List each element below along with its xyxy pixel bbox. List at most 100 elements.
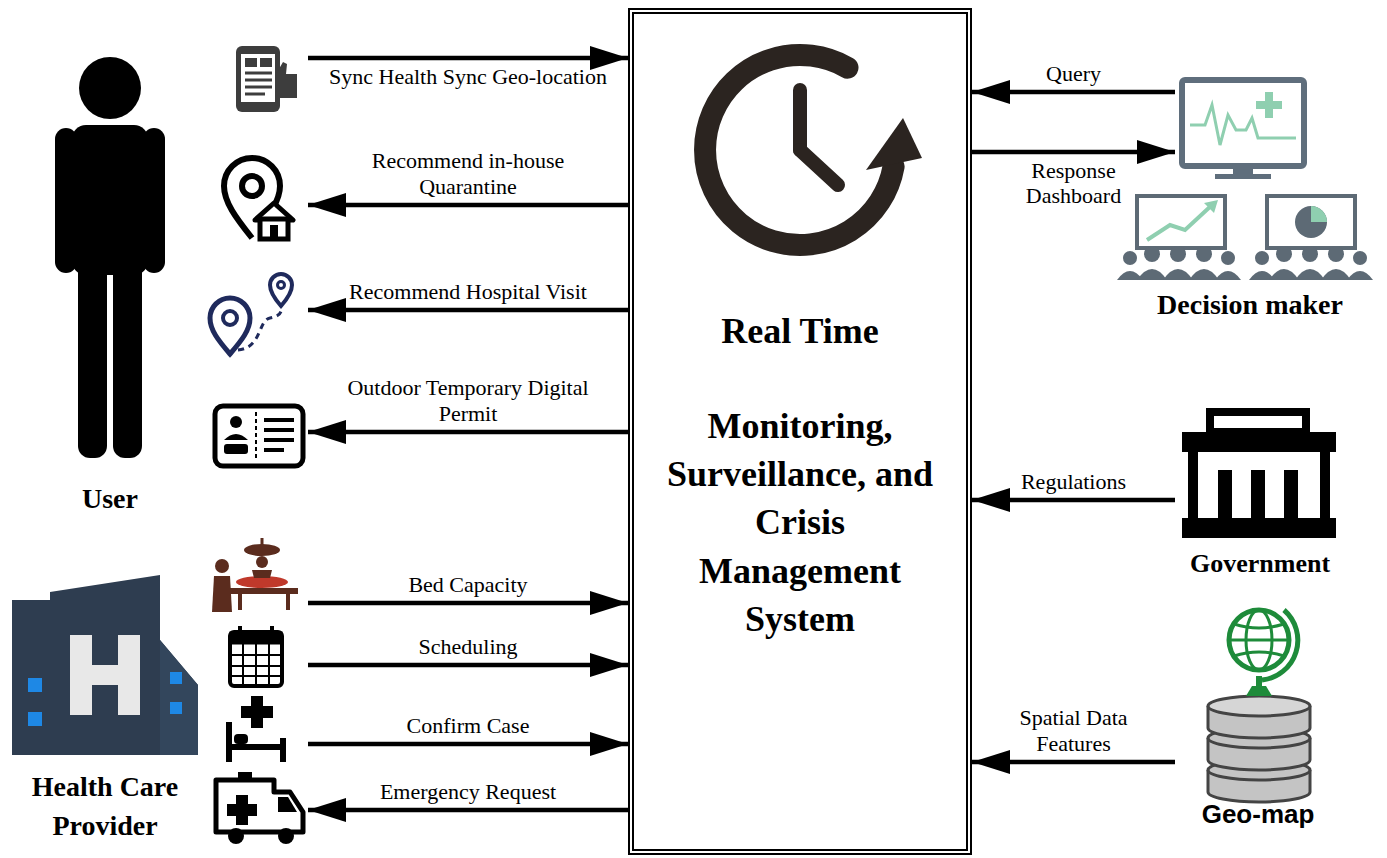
presentation-icon-part-part (1321, 269, 1351, 280)
hospital-building-part (92, 665, 118, 685)
geo-database-icon-part (1229, 639, 1289, 642)
presentation-icon-part-part (1221, 251, 1235, 265)
hospital-building-part (28, 712, 42, 726)
edge-label: Scheduling (419, 634, 518, 659)
node-label: Real Time (634, 310, 966, 353)
arrow-connector (972, 498, 1175, 503)
phone-icon-part (260, 58, 272, 67)
arrow-connector (308, 430, 628, 435)
calendar-icon-part (255, 644, 257, 686)
route-icon-part (223, 311, 237, 325)
permit-card-icon-part (224, 444, 248, 454)
presentation-icon-part (1117, 246, 1373, 280)
monitor-icon-part (1256, 101, 1282, 109)
clock-icon-part (866, 118, 922, 170)
government-icon-part (1188, 452, 1198, 518)
presentation-icon-part-part (1269, 269, 1299, 280)
home-location-icon-part (242, 176, 262, 196)
surgery-icon-part (212, 576, 232, 612)
calendar-icon-part (230, 632, 282, 686)
bed-icon (226, 696, 286, 762)
route-icon-part (210, 298, 250, 354)
presentation-icon-part (1137, 196, 1225, 248)
government-node: Government (1175, 400, 1345, 580)
health-care-provider-node: Health Care Provider (5, 540, 308, 850)
arrow-connector (308, 56, 628, 61)
surgery-icon-part (286, 594, 290, 610)
presentation-icon-part-part (1347, 271, 1373, 280)
user-figure (55, 57, 165, 458)
presentation-icon-part-part (1137, 269, 1167, 280)
surgery-icon-part (244, 544, 280, 556)
presentation-icon-part-part (1170, 246, 1186, 262)
hospital-building-part (160, 640, 198, 755)
monitor-icon-part (1233, 166, 1253, 174)
permit-card-icon-part (264, 448, 284, 452)
presentation-icon-part-part (1276, 246, 1292, 262)
presentation-icon-part-part (1328, 246, 1344, 262)
presentation-icon-part-part (1255, 251, 1269, 265)
presentation-icon-part-part (1215, 271, 1241, 280)
permit-card-icon-part (264, 428, 294, 432)
user-figure-part (78, 250, 107, 458)
monitor-icon (1182, 80, 1304, 179)
arrow-connector (308, 203, 628, 208)
calendar-icon (230, 626, 282, 686)
permit-card-icon (215, 406, 303, 466)
route-icon-part (238, 306, 281, 350)
calendar-icon-part (270, 626, 274, 638)
edge-label: Query (1046, 61, 1101, 86)
surgery-icon-part (261, 538, 264, 545)
permit-card-icon-part (255, 412, 257, 460)
surgery-icon-part (215, 559, 229, 573)
ambulance-icon-part (228, 828, 244, 844)
bed-icon-part (241, 706, 273, 718)
government-icon-part (1320, 452, 1330, 518)
node-label: User (30, 482, 190, 516)
node-label: Health Care Provider (5, 768, 205, 845)
calendar-icon-part (242, 644, 244, 686)
presentation-icon-part (1204, 200, 1218, 213)
arrow-connector (308, 808, 628, 813)
user-figure-part (79, 57, 141, 119)
edge-label: Spatial Data Features (992, 705, 1155, 756)
ambulance-icon-part (278, 797, 297, 812)
hospital-building-part (170, 702, 182, 714)
government-icon-part (1182, 432, 1336, 452)
ambulance-icon-part (227, 804, 257, 816)
geo-database-icon-part (1234, 652, 1284, 656)
home-location-icon-part (270, 225, 278, 237)
surgery-icon-part (252, 570, 272, 578)
presentation-icon-part-part (1163, 269, 1193, 280)
presentation-icon-part (1311, 206, 1327, 222)
arrow-connector (308, 663, 628, 668)
surgery-icon-part (256, 556, 268, 568)
edge-label: Recommend in-house Quarantine (328, 148, 608, 199)
decision-maker-node: Decision maker (1175, 70, 1375, 320)
presentation-icon-part-part (1189, 269, 1219, 280)
user-figure-part (55, 128, 77, 273)
phone-icon (236, 46, 297, 112)
edge-label: Recommend Hospital Visit (349, 279, 587, 304)
permit-card-icon-part (230, 416, 242, 428)
presentation-icon-part-part (1302, 246, 1318, 262)
government-icon-part (1182, 518, 1336, 538)
arrow-connector (308, 308, 628, 313)
presentation-icon-part (1295, 206, 1327, 238)
node-label: Government (1130, 548, 1387, 579)
route-icon-part (270, 274, 292, 306)
hospital-building-part (28, 678, 42, 692)
monitor-icon-part (1190, 105, 1296, 145)
arrow-connector (308, 601, 628, 606)
hospital-building (12, 575, 198, 755)
presentation-icon-part-part (1123, 251, 1137, 265)
presentation-icon-part-part (1295, 269, 1325, 280)
geo-database-icon-part (1229, 610, 1289, 670)
edge-label: Confirm Case (407, 713, 530, 738)
government-icon-part (1210, 412, 1306, 432)
government-icon-part (1218, 470, 1232, 518)
edge-label: Sync Health Sync Geo-location (329, 64, 607, 89)
